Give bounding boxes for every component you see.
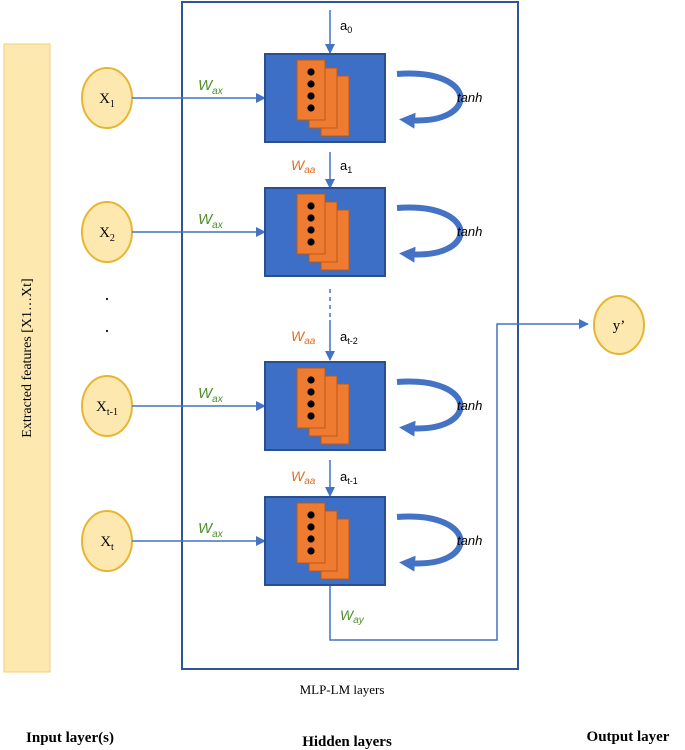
output-node [593, 295, 645, 355]
cell-1-dot-3 [307, 92, 315, 100]
input-weight-2: Wax [198, 211, 224, 231]
output-weight: Way [340, 607, 365, 626]
footer-output-layer: Output layer [587, 729, 670, 745]
cell-1-dot-4 [307, 104, 315, 112]
cell-3-dot-4 [307, 412, 315, 420]
tanh-loop-4 [396, 513, 464, 572]
tanh-loop-2 [396, 204, 464, 263]
cell-3-dot-2 [307, 388, 315, 396]
recurrent-weight-2: Waa [291, 328, 316, 347]
tanh-label-2: tanh [457, 224, 482, 239]
input-node-label-1: X1 [99, 91, 115, 110]
cell-2-dot-3 [307, 226, 315, 234]
cell-2-dot-4 [307, 238, 315, 246]
frame-caption: MLP-LM layers [300, 682, 385, 697]
tanh-loop-1 [396, 70, 464, 129]
activation-at-2: at-2 [340, 329, 358, 346]
input-band-label: Extracted features [X1…Xt] [20, 278, 35, 437]
cell-4-dot-1 [307, 511, 315, 519]
cell-1-dot-2 [307, 80, 315, 88]
cell-2-dot-2 [307, 214, 315, 222]
recurrent-weight-1: Waa [291, 157, 316, 176]
input-weight-1: Wax [198, 77, 224, 97]
cell-4-dot-4 [307, 547, 315, 555]
cell-4-dot-3 [307, 535, 315, 543]
hidden-layers-frame [181, 1, 519, 670]
footer-input-layer: Input layer(s) [26, 730, 114, 746]
input-weight-3: Wax [198, 385, 224, 405]
activation-a0: a0 [340, 18, 352, 35]
input-weight-4: Wax [198, 520, 224, 540]
footer-hidden-layers: Hidden layers [302, 734, 392, 750]
tanh-label-1: tanh [457, 90, 482, 105]
tanh-label-4: tanh [457, 533, 482, 548]
tanh-loop-3 [396, 378, 464, 437]
input-band [3, 43, 51, 673]
ellipsis-dot-1: . [105, 284, 110, 304]
tanh-label-3: tanh [457, 398, 482, 413]
activation-a1: a1 [340, 158, 352, 175]
cell-2-dot-1 [307, 202, 315, 210]
activation-at-1: at-1 [340, 469, 358, 486]
cell-4-dot-2 [307, 523, 315, 531]
input-node-3 [81, 375, 133, 437]
recurrent-weight-3: Waa [291, 468, 316, 487]
input-node-label-2: X2 [99, 225, 115, 244]
output-node-label: y’ [613, 318, 626, 334]
input-node-label-4: Xt [100, 534, 114, 553]
cell-3-dot-3 [307, 400, 315, 408]
ellipsis-dot-2: . [105, 316, 110, 336]
input-node-label-3: Xt-1 [96, 399, 118, 418]
cell-3-dot-1 [307, 376, 315, 384]
output-connector [329, 319, 589, 641]
cell-1-dot-1 [307, 68, 315, 76]
